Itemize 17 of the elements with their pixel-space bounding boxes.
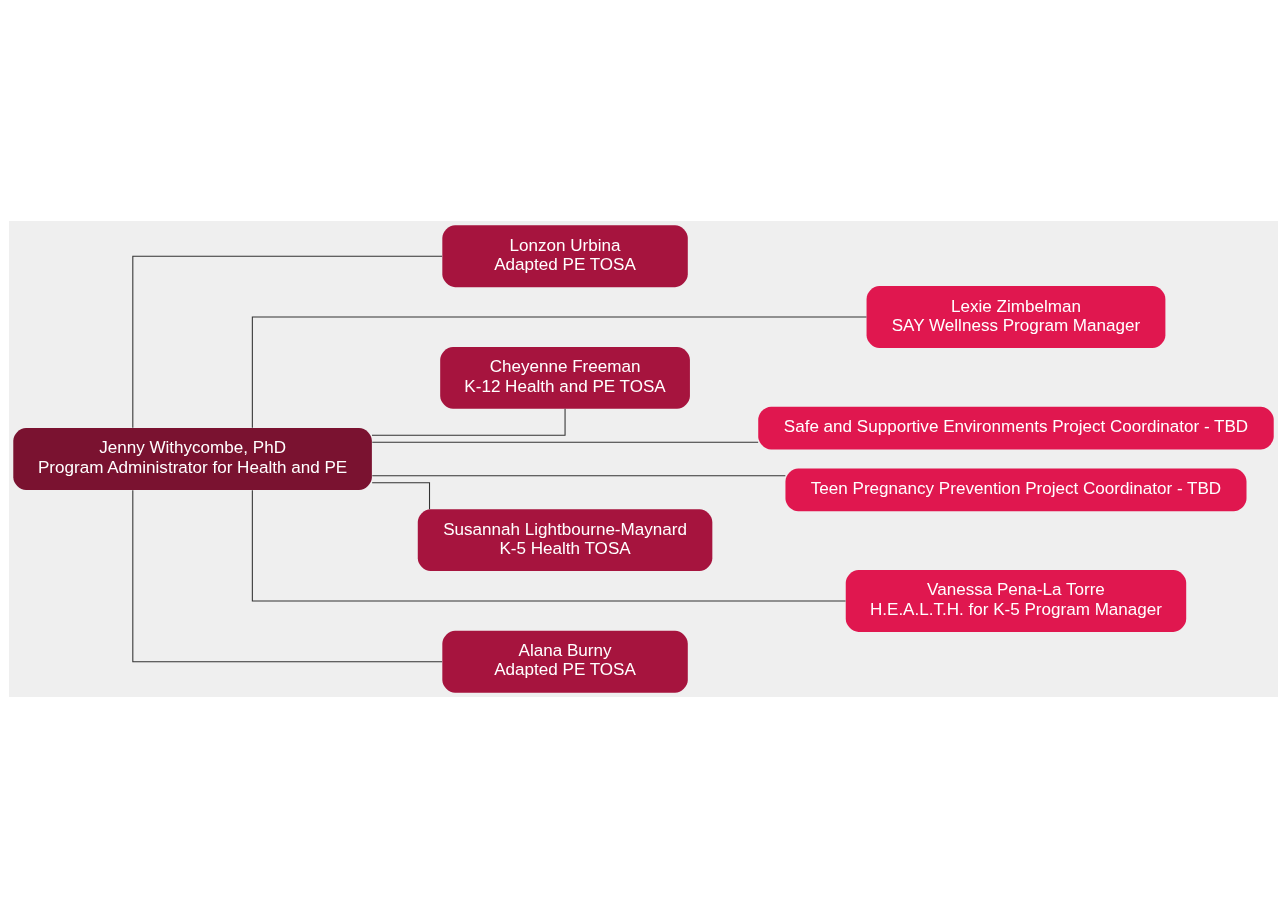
connector [371,441,759,443]
node-box: Safe and Supportive Environments Project Coordinator - TBD [758,406,1274,449]
connector [371,481,431,510]
connector [132,489,443,662]
node-box: Lexie Zimbelman SAY Wellness Program Manager [866,285,1166,348]
connector [251,489,847,601]
node-box: Vanessa Pena-La Torre H.E.A.L.T.H. for K-5 Program Manager [845,569,1187,632]
node-box: Susannah Lightbourne-Maynard K-5 Health TOSA [417,508,713,571]
node-box: Lonzon Urbina Adapted PE TOSA [442,224,688,287]
node-box: Alana Burny Adapted PE TOSA [442,630,688,693]
node-box: Cheyenne Freeman K-12 Health and PE TOSA [440,346,690,409]
connector [371,407,566,436]
connector [251,316,867,428]
connector [132,255,443,428]
connector [371,474,786,476]
node-box: Jenny Withycombe, PhD Program Administrator for Health and PE [13,427,372,490]
node-box: Teen Pregnancy Prevention Project Coordinator - TBD [785,468,1247,511]
